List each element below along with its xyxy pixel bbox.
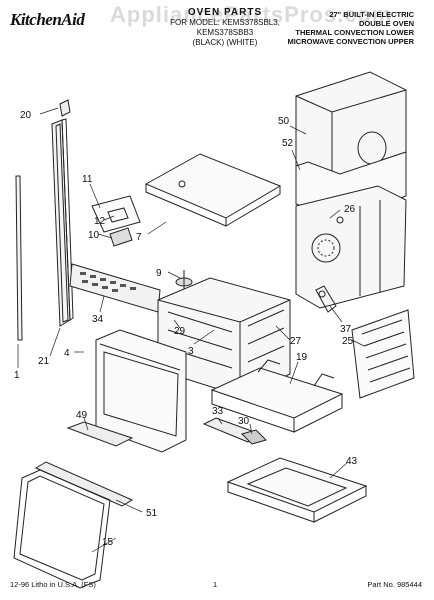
part-clip (59, 99, 71, 117)
header-desc-3: THERMAL CONVECTION LOWER (295, 28, 414, 37)
callout-10: 10 (88, 230, 100, 241)
callout-25: 25 (342, 336, 354, 347)
callout-33: 33 (212, 406, 224, 417)
header-desc-1: 27" BUILT-IN ELECTRIC (329, 10, 414, 19)
part-bottom-trim (66, 421, 134, 447)
callout-26: 26 (344, 204, 356, 215)
part-long-trim (34, 461, 134, 507)
footer-litho: 12-96 Litho in U.S.A. (FS) (10, 580, 96, 589)
part-side-trim (51, 118, 74, 327)
brand-logo: KitchenAid (10, 10, 85, 29)
callout-34: 34 (92, 314, 104, 325)
callout-15: 15 (102, 537, 114, 548)
watermark: AppliancePartsPros.com (110, 2, 393, 27)
callout-labels: 20 1 21 4 49 15 11 12 10 7 34 9 29 3 51 … (14, 110, 358, 548)
leader-lines (17, 107, 365, 553)
header-right: 27" BUILT-IN ELECTRIC DOUBLE OVEN THERMA… (284, 10, 414, 46)
callout-30: 30 (238, 416, 250, 427)
part-control-panel (69, 263, 161, 313)
part-back-wall (295, 185, 407, 309)
callout-43: 43 (346, 456, 358, 467)
part-top-panel (144, 153, 282, 227)
callout-49: 49 (76, 410, 88, 421)
callout-19: 19 (296, 352, 308, 363)
footer-page-number: 1 (213, 580, 218, 589)
part-side-panel (351, 309, 415, 399)
header-center: OVEN PARTS FOR MODEL: KEMS378SBL3, KEMS3… (150, 8, 300, 48)
callout-3: 3 (188, 346, 194, 357)
header-desc-4: MICROWAVE CONVECTION UPPER (287, 37, 414, 46)
callout-9: 9 (156, 268, 162, 279)
callout-27: 27 (290, 336, 302, 347)
part-bracket (91, 195, 141, 247)
part-bottom-pan (226, 457, 368, 523)
callout-52: 52 (282, 138, 294, 149)
part-37 (315, 285, 337, 313)
callout-7: 7 (136, 232, 142, 243)
header-color: (BLACK) (WHITE) (192, 38, 258, 47)
callout-12: 12 (94, 216, 106, 227)
callout-11: 11 (82, 174, 93, 185)
part-tray (210, 359, 344, 433)
callout-1: 1 (14, 370, 20, 381)
callout-4: 4 (64, 348, 70, 359)
header-title: OVEN PARTS (187, 7, 263, 18)
callout-37: 37 (340, 324, 352, 335)
header-model: FOR MODEL: KEMS378SBL3, KEMS378SBB3 (170, 18, 280, 37)
callout-51: 51 (146, 508, 158, 519)
callout-20: 20 (20, 110, 32, 121)
callout-29: 29 (174, 326, 186, 337)
part-gasket (13, 469, 111, 589)
header-desc-2: DOUBLE OVEN (358, 19, 414, 28)
part-rod (15, 175, 23, 341)
callout-50: 50 (278, 116, 290, 127)
footer-part-number: Part No. 985444 (367, 580, 422, 589)
callout-21: 21 (38, 356, 50, 367)
